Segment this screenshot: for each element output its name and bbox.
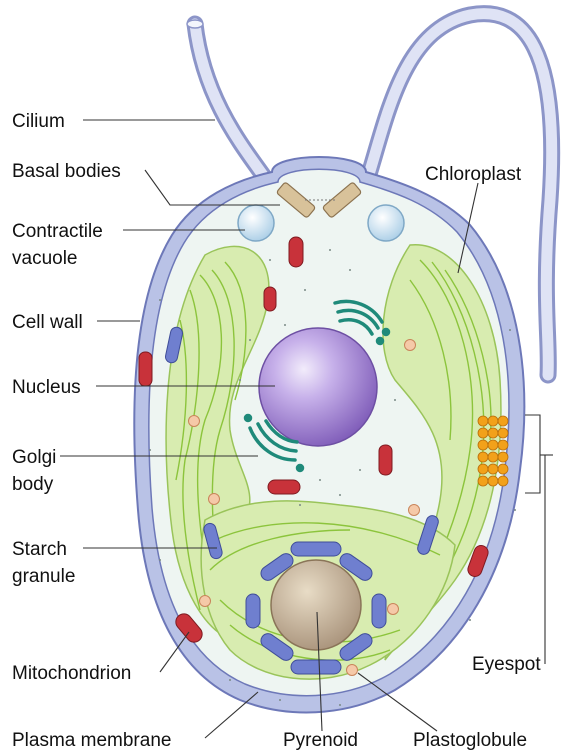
label-plastoglobule: Plastoglobule [413, 730, 527, 751]
label-nucleus: Nucleus [12, 377, 81, 398]
label-cell-wall: Cell wall [12, 312, 83, 333]
label-contractile-vacuole-line2: vacuole [12, 248, 78, 269]
label-contractile-vacuole-line1: Contractile [12, 221, 103, 242]
cilium-left [187, 20, 275, 193]
label-golgi-line2: body [12, 474, 54, 495]
contractile-vacuole-left [238, 205, 274, 241]
label-chloroplast: Chloroplast [425, 164, 522, 185]
contractile-vacuole-right [368, 205, 404, 241]
label-eyespot: Eyespot [472, 654, 541, 675]
label-basal-bodies: Basal bodies [12, 161, 121, 182]
label-pyrenoid: Pyrenoid [283, 730, 358, 751]
label-plasma-membrane: Plasma membrane [12, 730, 171, 751]
label-mitochondrion: Mitochondrion [12, 663, 131, 684]
label-golgi-line1: Golgi [12, 447, 56, 468]
label-starch-line2: granule [12, 566, 75, 587]
nucleus [259, 328, 377, 446]
label-starch-line1: Starch [12, 539, 67, 560]
label-cilium: Cilium [12, 111, 65, 132]
